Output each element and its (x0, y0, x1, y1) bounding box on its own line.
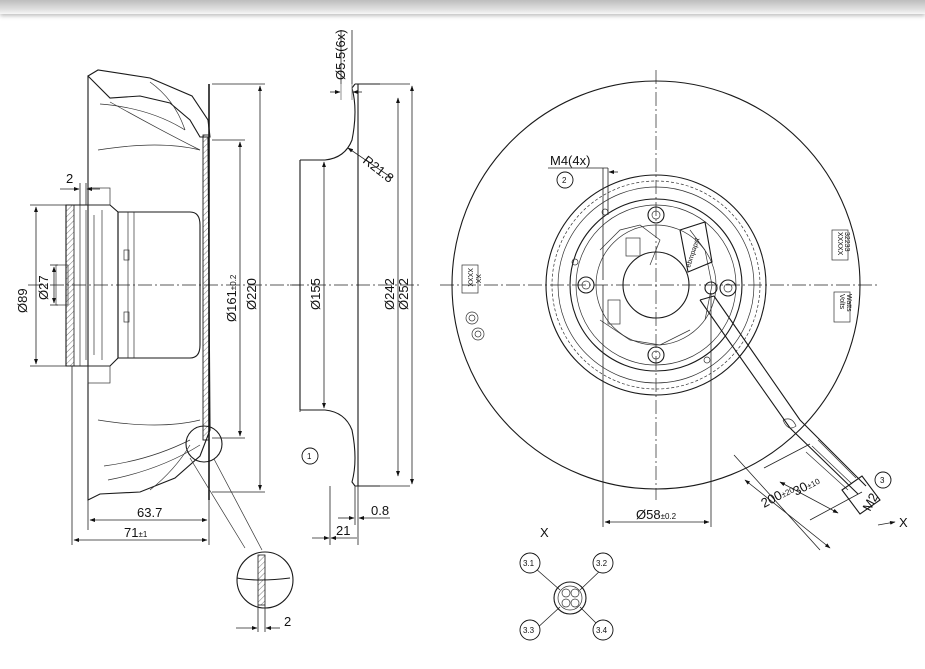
dim-30: 30±10 (790, 472, 822, 499)
pin-3-1: 3.1 (523, 559, 535, 568)
dim-d27: Ø27 (36, 275, 51, 300)
view-arrow-x: X (899, 515, 908, 530)
pin-3-2: 3.2 (596, 559, 608, 568)
pin-view-title: X (540, 525, 549, 540)
dim-21: 21 (336, 523, 350, 538)
front-view (440, 70, 896, 551)
top-toolbar-bar (0, 0, 925, 14)
dim-d5-5: Ø5.5(6x) (333, 29, 348, 80)
dim-m4: M4(4x) (550, 153, 590, 168)
dim-71: 71±1 (124, 525, 148, 540)
nameplate-logo: ebmpapst (685, 237, 701, 268)
dim-2-top: 2 (66, 171, 73, 186)
dim-30-value: 30 (790, 479, 810, 499)
sticker-right-line1: XXXXX (836, 232, 843, 256)
inlet-ring-view (290, 30, 420, 545)
dim-r21-8: R21.8 (360, 153, 397, 186)
sticker-left-line1: XXXX (466, 268, 473, 287)
dim-30-tol: ±10 (805, 477, 821, 491)
sticker-left-line2: XX (474, 274, 481, 284)
dim-d161-value: Ø161 (224, 290, 239, 322)
pin-3-4: 3.4 (596, 626, 608, 635)
detail-dim-2: 2 (284, 614, 291, 629)
dim-63-7: 63.7 (137, 505, 162, 520)
dim-d161: Ø161±0.2 (224, 274, 239, 322)
dim-d242: Ø242 (382, 278, 397, 310)
sticker-rating-line2: Watts (845, 294, 852, 312)
dim-d58-value: Ø58 (636, 507, 661, 522)
dim-d155: Ø155 (308, 278, 323, 310)
dim-d220: Ø220 (244, 278, 259, 310)
connector-m2: M2 (859, 490, 881, 513)
dim-d58-tol: ±0.2 (661, 512, 677, 521)
dim-0-8: 0.8 (371, 503, 389, 518)
item-balloon-3: 3 (880, 476, 885, 485)
dim-d252: Ø252 (396, 278, 411, 310)
dim-d58: Ø58±0.2 (636, 507, 677, 522)
pin-3-3: 3.3 (523, 626, 535, 635)
item-balloon-2: 2 (562, 176, 567, 185)
side-view (28, 69, 300, 632)
item-balloon-1: 1 (307, 452, 312, 461)
dim-d89: Ø89 (15, 288, 30, 313)
connector-pin-view (519, 552, 614, 641)
sticker-rating-line1: Volts (838, 294, 845, 310)
sticker-right-line2: 32233 (843, 232, 850, 252)
dim-d161-tol: ±0.2 (229, 274, 238, 290)
dim-71-tol: ±1 (138, 530, 147, 539)
dim-71-value: 71 (124, 525, 138, 540)
